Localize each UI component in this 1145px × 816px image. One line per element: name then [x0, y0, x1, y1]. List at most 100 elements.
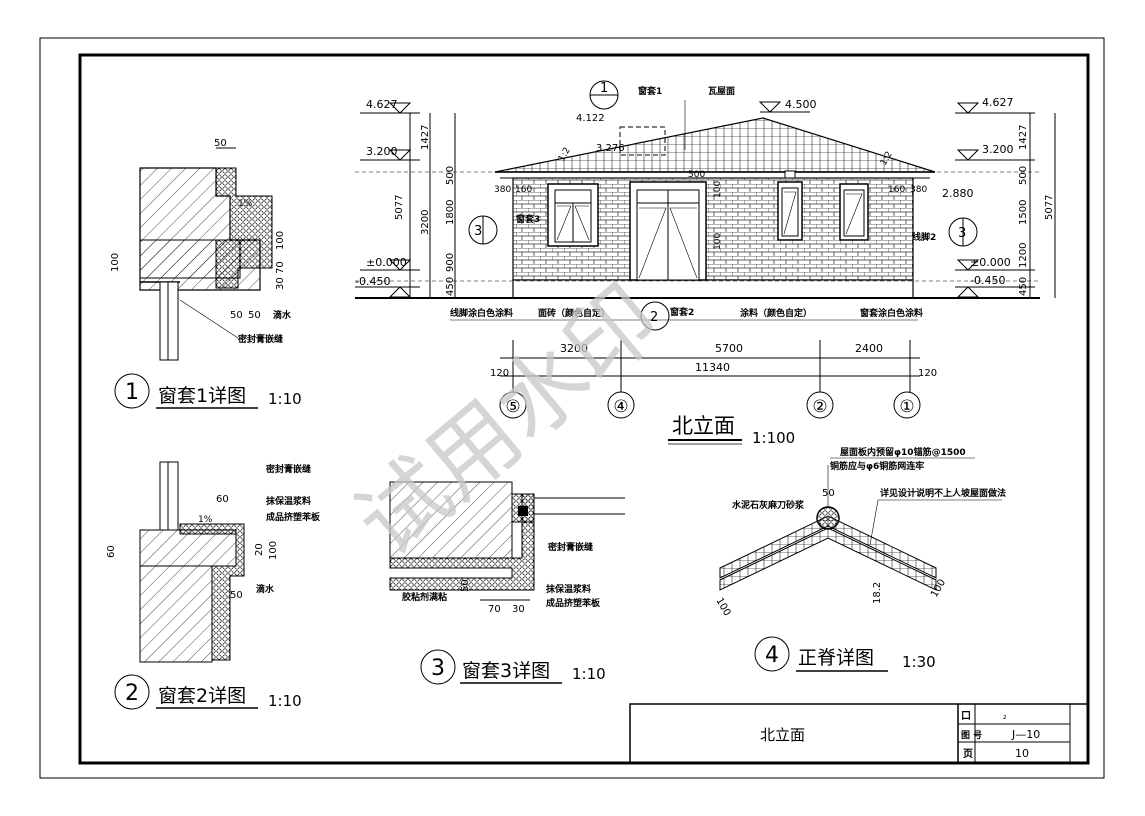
north-elevation: 4.627 3.200 ±0.000 -0.450 1427 500 1800 … [355, 80, 1056, 447]
d3-num: 3 [431, 656, 445, 681]
axis-2-label: ② [812, 397, 827, 417]
levels-left [355, 102, 456, 298]
dim-5077-right: 5077 [1044, 195, 1055, 220]
detail-2: 密封膏嵌缝 抹保温浆料 成品挤塑苯板 60 1% 60 20 100 50 滴水… [106, 461, 321, 710]
d4-scale: 1:30 [902, 653, 936, 671]
level-0-left: ±0.000 [366, 256, 407, 269]
d3-title: 窗套3详图 [462, 660, 550, 682]
levels-right [955, 102, 1056, 298]
level-m450-left: -0.450 [355, 275, 390, 288]
dim-11340: 11340 [695, 361, 730, 374]
d3-scale: 1:10 [572, 665, 606, 683]
dim-500-left: 500 [445, 166, 456, 185]
plinth [512, 279, 914, 299]
d3-seal: 密封膏嵌缝 [547, 541, 593, 553]
axis-4-label: ④ [613, 397, 628, 417]
dim-3200-left: 3200 [420, 210, 431, 235]
dim-5077-left: 5077 [394, 195, 405, 220]
d2-drip: 滴水 [256, 583, 275, 595]
d4-dim-100a: 100 [713, 596, 732, 618]
d3-board: 成品挤塑苯板 [546, 597, 601, 609]
d2-dim-50: 50 [230, 590, 243, 601]
d2-mortar: 抹保温浆料 [266, 495, 311, 507]
detail-1: 50 1% 100 100 30 70 50 50 滴水 密封膏嵌缝 1 窗套1… [110, 138, 302, 409]
d4-note3: 水泥石灰麻刀砂浆 [732, 499, 805, 511]
d2-dim-60: 60 [216, 494, 229, 505]
dim-500-right: 500 [1018, 166, 1029, 185]
dim-380-left: 380 [494, 185, 511, 195]
dim-100-a: 100 [713, 181, 723, 198]
level-3200-right: 3.200 [982, 143, 1014, 156]
d4-dim-50: 50 [822, 488, 835, 499]
door-center [629, 181, 707, 281]
dim-1427-right: 1427 [1018, 125, 1029, 150]
d2-dim-100: 100 [268, 541, 279, 560]
dim-120-left: 120 [490, 368, 509, 379]
outer-border [39, 37, 1105, 779]
dim-450-right: 450 [1018, 277, 1029, 296]
dim-1500-right: 1500 [1018, 200, 1029, 225]
d1-scale: 1:10 [268, 390, 302, 408]
label-wintao2: 窗套2 [670, 306, 694, 318]
window-right [839, 183, 869, 241]
d2-scale: 1:10 [268, 692, 302, 710]
d2-dim-20: 20 [254, 543, 265, 556]
axis-2 [806, 391, 834, 419]
level-2880: 2.880 [942, 187, 974, 200]
dim-160-right: 160 [888, 185, 905, 195]
label-tile: 面砖（颜色自定） [538, 307, 610, 319]
d3-dim-50: 50 [460, 579, 471, 592]
callout-1-num: 1 [600, 81, 608, 96]
tb-r1: 口 [961, 711, 971, 722]
d4-dim-18: 18.2 [872, 582, 883, 604]
label-paint: 涂料（颜色自定） [740, 307, 812, 319]
d1-seal: 密封膏嵌缝 [237, 333, 283, 345]
d2-board: 成品挤塑苯板 [266, 511, 321, 523]
tb-r3: 页 [963, 748, 973, 760]
d1-dim-100: 100 [275, 231, 286, 250]
label-coat-left: 线脚涂白色涂料 [450, 307, 513, 319]
d1-drip: 滴水 [273, 309, 292, 321]
dim-500-center: 500 [688, 170, 705, 180]
dim-1200-right: 1200 [1018, 243, 1029, 268]
tb-r2: 图 号 [961, 730, 982, 741]
d4-note1: 屋面板内预留φ10锚筋@1500 [840, 446, 966, 458]
window-mid [777, 170, 803, 241]
level-m450-right: -0.450 [970, 274, 1005, 287]
label-xianjiao2: 线脚2 [912, 231, 936, 243]
callout-3-right-num: 3 [958, 226, 966, 241]
d3-dim-70: 70 [488, 604, 501, 615]
window-left [547, 183, 599, 247]
level-4122: 4.122 [576, 113, 605, 124]
level-4627-right: 4.627 [982, 96, 1014, 109]
dim-1427-left: 1427 [420, 125, 431, 150]
d4-title: 正脊详图 [798, 647, 874, 669]
d1-title: 窗套1详图 [158, 385, 246, 407]
elevation-scale: 1:100 [752, 429, 795, 447]
d4-note2: 铜筋应与φ6铜筋网连牢 [830, 460, 924, 472]
axis-5 [499, 391, 527, 419]
dim-120-right: 120 [918, 368, 937, 379]
axis-4 [607, 391, 635, 419]
level-3200-left: 3.200 [366, 145, 398, 158]
level-4627-left: 4.627 [366, 98, 398, 111]
label-wintao3: 窗套3 [516, 213, 540, 225]
d2-slope: 1% [198, 515, 213, 525]
d4-note4: 详见设计说明不上人坡屋面做法 [880, 487, 1006, 499]
tb-v3: 10 [1015, 747, 1029, 760]
dim-3200-bottom: 3200 [560, 342, 588, 355]
title-block: 北立面 口 图 号 页 ₂ J—10 10 [629, 703, 1089, 764]
level-4500: 4.500 [785, 98, 817, 111]
dim-380-right: 380 [910, 185, 927, 195]
axis-1 [893, 391, 921, 419]
d1-dim-30: 30 [275, 277, 286, 290]
level-3276: 3.276 [596, 143, 625, 154]
d4-num: 4 [765, 643, 779, 668]
d1-dim-70: 70 [275, 261, 286, 274]
detail-3: 密封膏嵌缝 抹保温浆料 成品挤塑苯板 胶粘剂满粘 50 70 30 3 窗套3详… [389, 481, 625, 685]
d2-num: 2 [125, 681, 139, 706]
d1-slope: 1% [238, 199, 253, 209]
d3-dim-30: 30 [512, 604, 525, 615]
callout-3-left-num: 3 [474, 224, 482, 239]
dim-100-b: 100 [713, 233, 723, 250]
